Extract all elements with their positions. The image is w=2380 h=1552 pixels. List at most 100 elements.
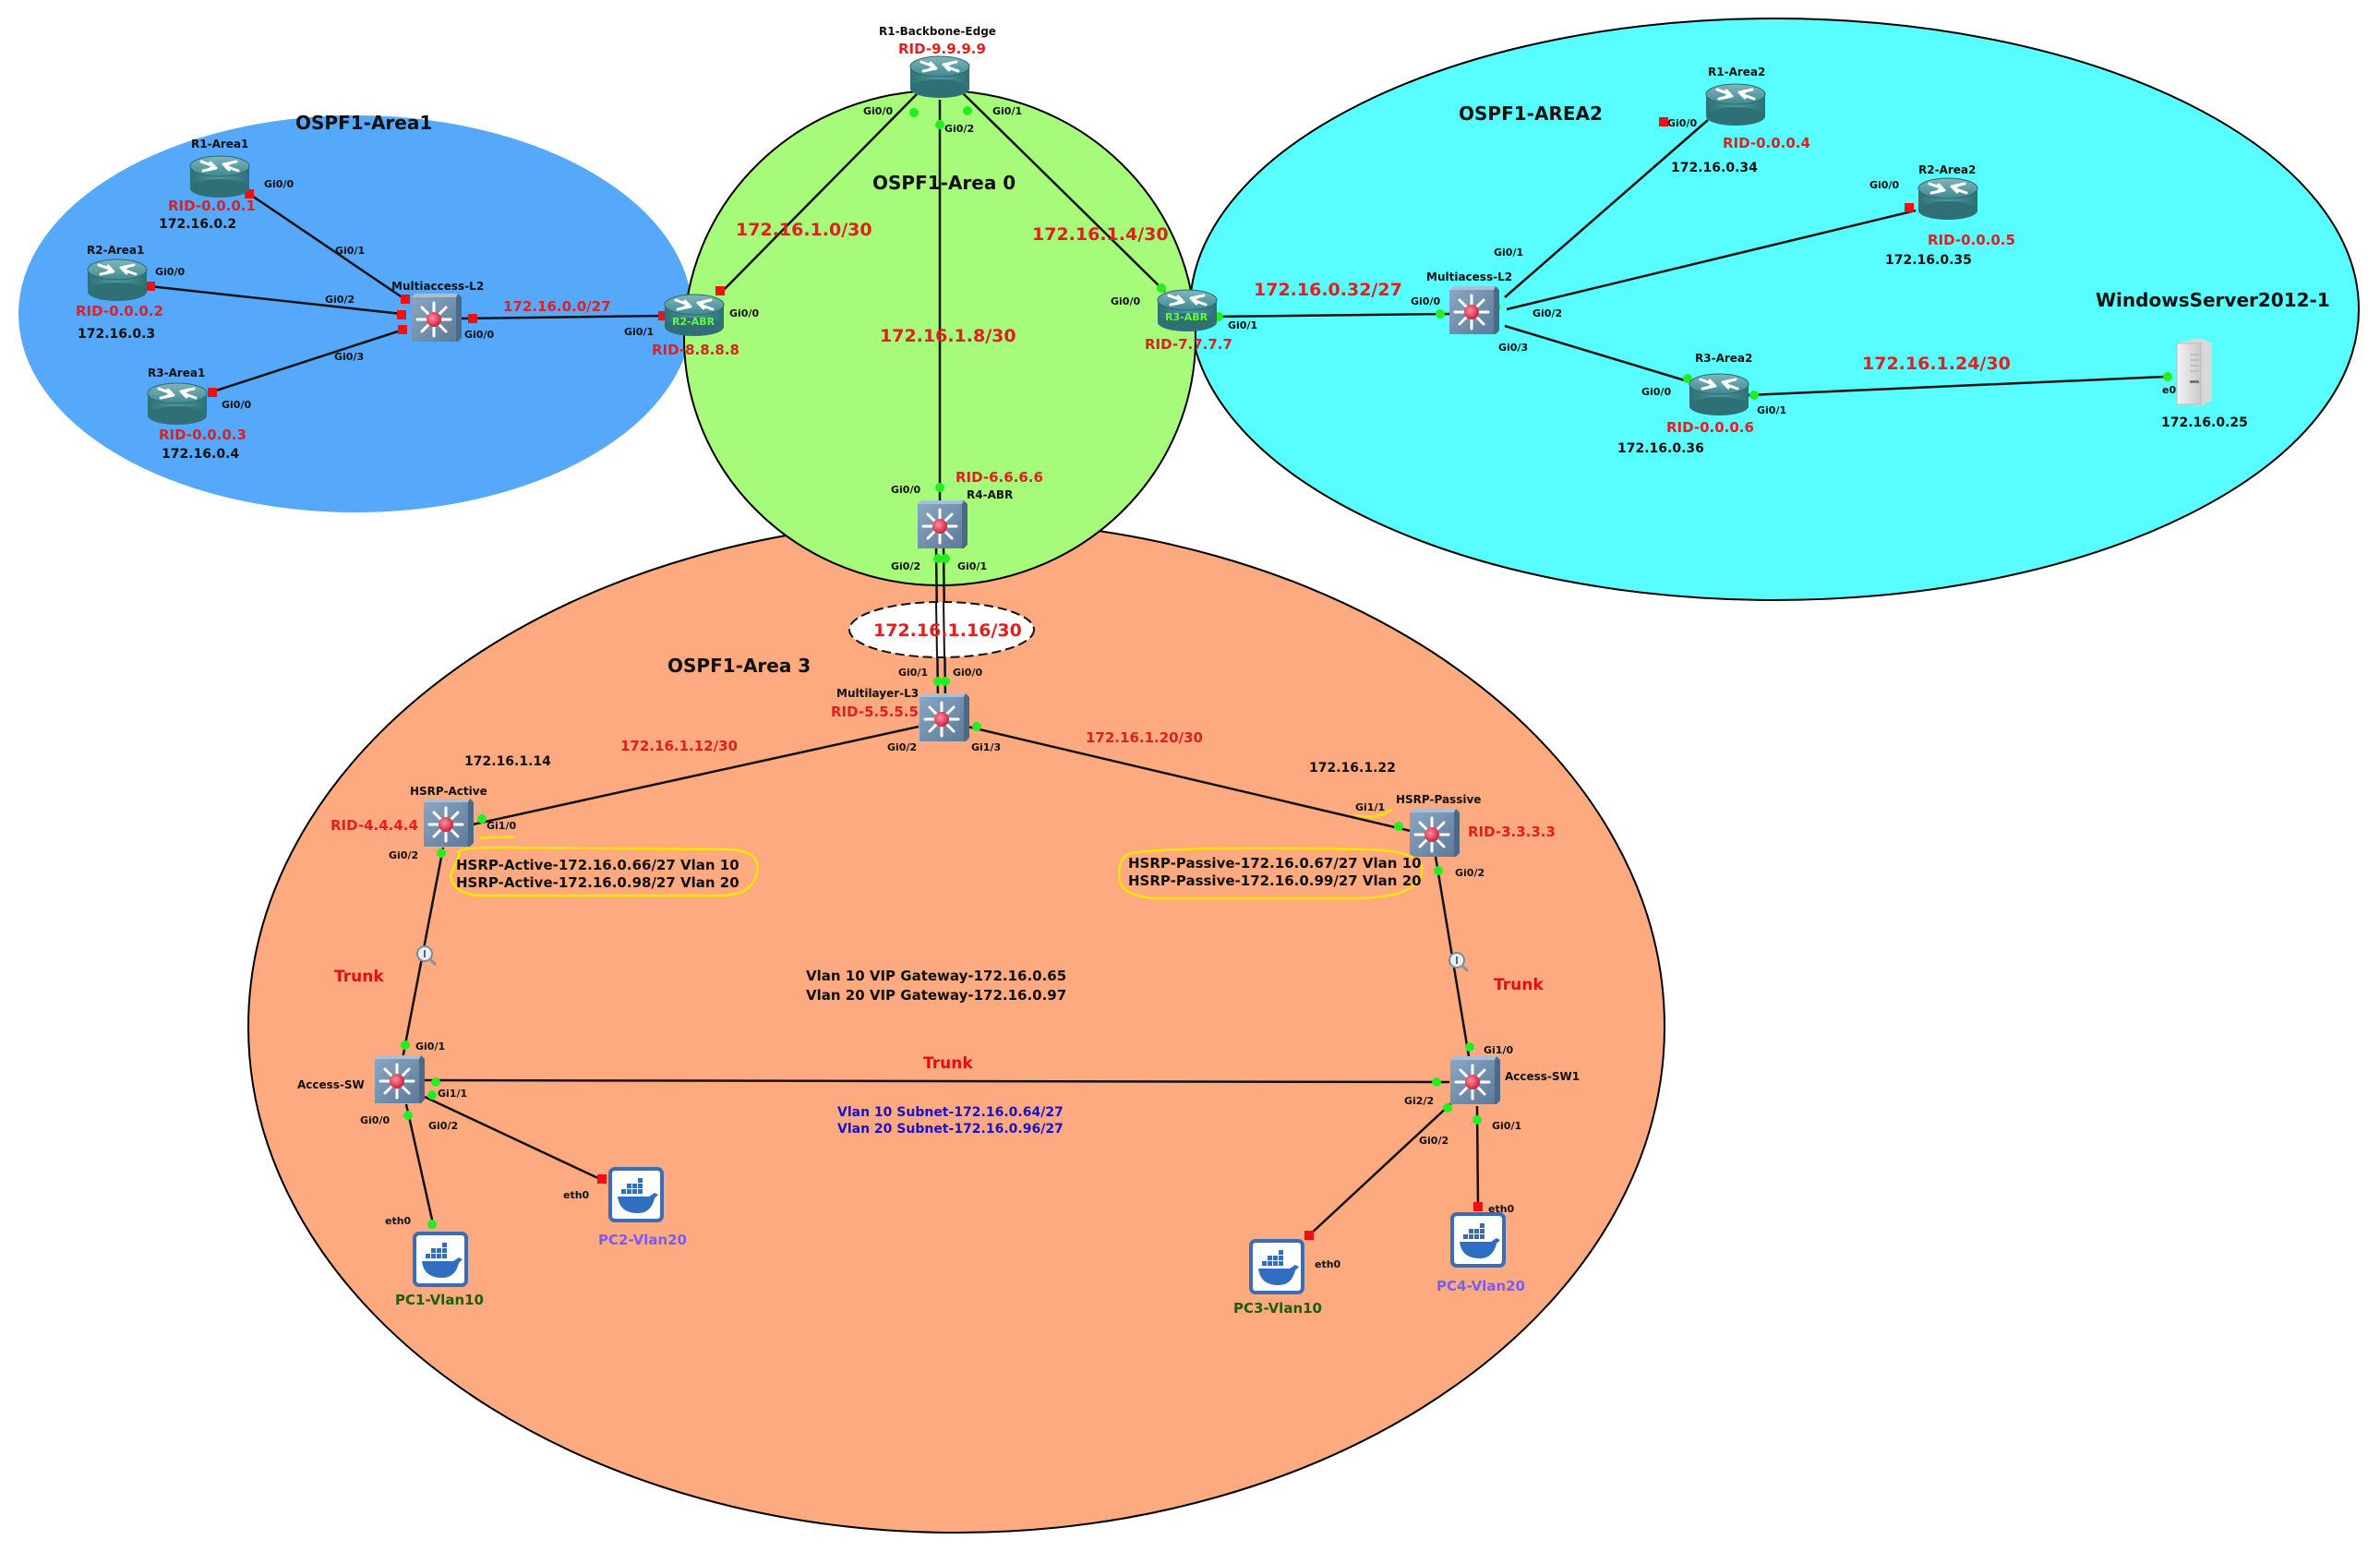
label-r2-area1: R2-Area1: [87, 244, 144, 257]
link-asw-asw1[interactable]: [422, 1078, 1450, 1084]
link-asw1-pc3[interactable]: [1308, 1102, 1452, 1236]
label-r1-area2: R1-Area2: [1708, 66, 1765, 78]
port-label: eth0: [563, 1189, 590, 1201]
ip-r2-area2: 172.16.0.35: [1885, 253, 1972, 268]
subnet-r3a2-ws: 172.16.1.24/30: [1862, 354, 2011, 374]
link-r1b-r2abr[interactable]: [719, 91, 920, 295]
link-r1b-r3abr[interactable]: [961, 91, 1166, 293]
port-label: Gi0/0: [1111, 295, 1140, 307]
port-label: Gi0/1: [957, 560, 987, 572]
switch-icon-hsrp-passive[interactable]: [1408, 807, 1461, 859]
port-label: Gi1/0: [1484, 1044, 1513, 1056]
link-ml3-hpas[interactable]: [967, 725, 1412, 833]
vlan-subnet-line-1: Vlan 10 Subnet-172.16.0.64/27: [837, 1105, 1064, 1120]
port-label: Gi2/2: [1404, 1095, 1434, 1107]
port-label: Gi0/1: [335, 245, 365, 257]
rid-r3-area2: RID-0.0.0.6: [1666, 419, 1754, 436]
link-r3a1-ma1[interactable]: [210, 328, 404, 394]
link-ml3-hact[interactable]: [472, 725, 920, 826]
label-pc2: PC2-Vlan20: [598, 1232, 687, 1248]
ip-r2-area1: 172.16.0.3: [78, 327, 155, 342]
switch-icon-multiaccess-area1[interactable]: [410, 292, 463, 343]
switch-icon-access-sw[interactable]: [373, 1053, 427, 1105]
router-icon-r2-area2[interactable]: [1917, 176, 1979, 222]
switch-icon-hsrp-active[interactable]: [422, 797, 475, 848]
port-label: Gi0/2: [428, 1120, 458, 1132]
subnet-area2-lan: 172.16.0.32/27: [1254, 280, 1402, 300]
router-icon-r1-area1[interactable]: [188, 154, 251, 199]
label-r2-area2: R2-Area2: [1918, 163, 1976, 176]
port-label: Gi1/1: [438, 1088, 467, 1100]
label-r4-abr: R4-ABR: [967, 488, 1013, 501]
router-icon-r3-area1[interactable]: [146, 381, 209, 427]
router-icon-r2-area1[interactable]: [86, 258, 149, 303]
link-asw-pc2[interactable]: [424, 1095, 603, 1182]
label-r1-area1: R1-Area1: [191, 138, 248, 150]
vip-line-1: Vlan 10 VIP Gateway-172.16.0.65: [806, 968, 1066, 984]
port-label: Gi0/3: [1498, 342, 1528, 354]
link-ma2-r1a2[interactable]: [1504, 119, 1709, 298]
tag-r3-abr: R3-ABR: [1165, 311, 1208, 323]
link-ma2-r2a2[interactable]: [1506, 209, 1917, 311]
rid-multilayer-l3: RID-5.5.5.5: [831, 704, 919, 720]
label-multiaccess-area1: Multiaccess-L2: [391, 280, 484, 293]
ip-winserver: 172.16.0.25: [2161, 415, 2248, 430]
port-label: eth0: [1488, 1203, 1515, 1215]
switch-icon-access-sw1[interactable]: [1448, 1054, 1502, 1106]
docker-icon-pc3[interactable]: [1249, 1239, 1304, 1294]
port-label: Gi0/2: [944, 123, 974, 135]
port-indicators: [146, 106, 2172, 1240]
port-label: Gi1/0: [487, 820, 516, 832]
switch-icon-multilayer-l3[interactable]: [918, 692, 971, 743]
port-label: Gi0/2: [1419, 1135, 1448, 1147]
ip-hsrp-active: 172.16.1.14: [464, 754, 551, 769]
label-hsrp-active: HSRP-Active: [410, 785, 487, 798]
rid-r1-area2: RID-0.0.0.4: [1723, 135, 1810, 151]
server-icon-winserver[interactable]: [2176, 338, 2212, 406]
docker-icon-pc1[interactable]: [413, 1232, 468, 1287]
label-winserver: WindowsServer2012-1: [2096, 289, 2330, 311]
link-r3abr-ma2[interactable]: [1210, 312, 1450, 319]
port-label: Gi0/2: [325, 294, 355, 306]
tag-r2-abr: R2-ABR: [672, 316, 715, 328]
label-r1-backbone: R1-Backbone-Edge: [879, 25, 996, 38]
port-label: Gi1/1: [1355, 801, 1385, 813]
subnet-ml3-hact: 172.16.1.12/30: [620, 738, 738, 754]
rid-r2-abr: RID-8.8.8.8: [652, 342, 739, 358]
port-label: e0: [2162, 384, 2176, 396]
port-label: Gi0/0: [464, 329, 494, 341]
links: [149, 91, 2166, 1236]
ip-hsrp-passive: 172.16.1.22: [1309, 761, 1396, 776]
subnet-r1b-r4abr: 172.16.1.8/30: [880, 326, 1016, 346]
link-asw-pc1[interactable]: [404, 1103, 436, 1229]
router-icon-r1-area2[interactable]: [1704, 82, 1767, 127]
subnet-ml3-hpas: 172.16.1.20/30: [1086, 729, 1203, 746]
link-ma2-r3a2[interactable]: [1504, 324, 1686, 382]
rid-r2-area1: RID-0.0.0.2: [76, 303, 163, 319]
docker-icon-pc2[interactable]: [608, 1167, 664, 1222]
gi10-underline: [479, 836, 516, 840]
port-label: Gi0/2: [887, 741, 917, 753]
router-icon-r3-area2[interactable]: [1688, 372, 1750, 417]
link-ma1-r2abr[interactable]: [456, 314, 667, 320]
hsrp-passive-highlight: [1117, 847, 1424, 900]
link-r3a2-ws[interactable]: [1747, 375, 2166, 397]
rid-r1-backbone: RID-9.9.9.9: [898, 41, 986, 57]
port-label: Gi0/1: [992, 105, 1022, 117]
switch-icon-r4-abr[interactable]: [916, 499, 969, 550]
port-label: Gi0/1: [624, 326, 654, 338]
router-icon-r1-backbone[interactable]: [908, 54, 971, 100]
link-r2a1-ma1[interactable]: [149, 284, 403, 316]
switch-icon-multiaccess-area2[interactable]: [1448, 284, 1501, 336]
area1-title: OSPF1-Area1: [295, 112, 432, 134]
docker-icon-pc4[interactable]: [1450, 1212, 1506, 1268]
rid-r3-area1: RID-0.0.0.3: [159, 427, 246, 443]
hsrp-passive-line-1: HSRP-Passive-172.16.0.67/27 Vlan 10: [1128, 855, 1422, 872]
ip-r3-area1: 172.16.0.4: [162, 447, 239, 462]
trunk-label-right: Trunk: [1494, 976, 1544, 994]
link-r1a1-ma1[interactable]: [248, 192, 407, 302]
port-label: Gi0/1: [1757, 404, 1786, 416]
rid-r3-abr: RID-7.7.7.7: [1145, 336, 1232, 353]
rid-r1-area1: RID-0.0.0.1: [168, 198, 256, 214]
port-label: Gi0/0: [1411, 295, 1440, 307]
